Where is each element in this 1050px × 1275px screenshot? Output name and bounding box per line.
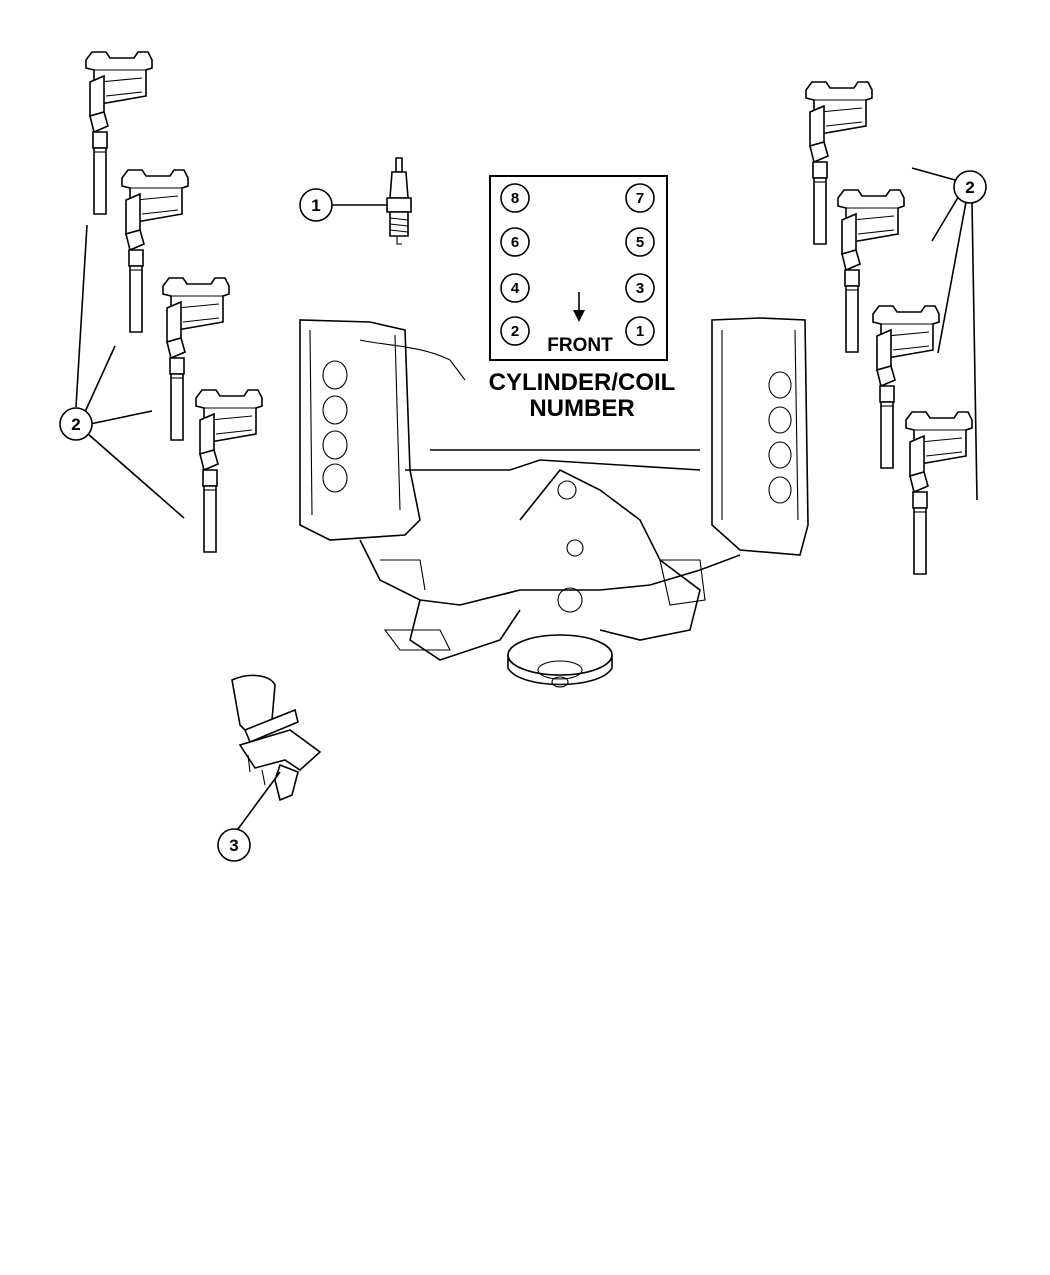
callout-2-right: 2 [953,170,987,204]
cylinder-6: 6 [500,227,530,257]
cylinder-3: 3 [625,273,655,303]
cylinder-1: 1 [625,316,655,346]
svg-text:1: 1 [636,323,644,340]
svg-text:8: 8 [511,190,519,207]
cylinder-7: 7 [625,183,655,213]
callout-2-left-label: 2 [71,415,80,434]
svg-text:4: 4 [511,280,520,297]
cylinder-2: 2 [500,316,530,346]
callout-3-label: 3 [229,836,238,855]
svg-text:7: 7 [636,190,644,207]
svg-text:3: 3 [636,280,644,297]
svg-text:5: 5 [636,234,644,251]
coil-bracket-illustration [231,674,322,802]
leader-lines [75,167,978,830]
cylinder-8: 8 [500,183,530,213]
callout-1: 1 [299,188,333,222]
ignition-coils-right [805,81,973,575]
callout-2-right-label: 2 [965,178,974,197]
ignition-coils-left [85,51,263,553]
svg-text:6: 6 [511,234,519,251]
svg-text:2: 2 [511,323,519,340]
callout-3: 3 [217,828,251,862]
chart-caption-line2: NUMBER [529,395,634,422]
engine-illustration [299,317,809,688]
cylinder-5: 5 [625,227,655,257]
callout-1-label: 1 [311,196,320,215]
chart-caption-line1: CYLINDER/COIL [489,369,676,396]
cylinder-4: 4 [500,273,530,303]
front-arrow-icon [573,292,585,322]
spark-plug-illustration [386,157,412,245]
front-label: FRONT [547,335,613,356]
cylinder-chart: 8 7 6 5 4 3 2 1 [489,175,668,361]
callout-2-left: 2 [59,407,93,441]
